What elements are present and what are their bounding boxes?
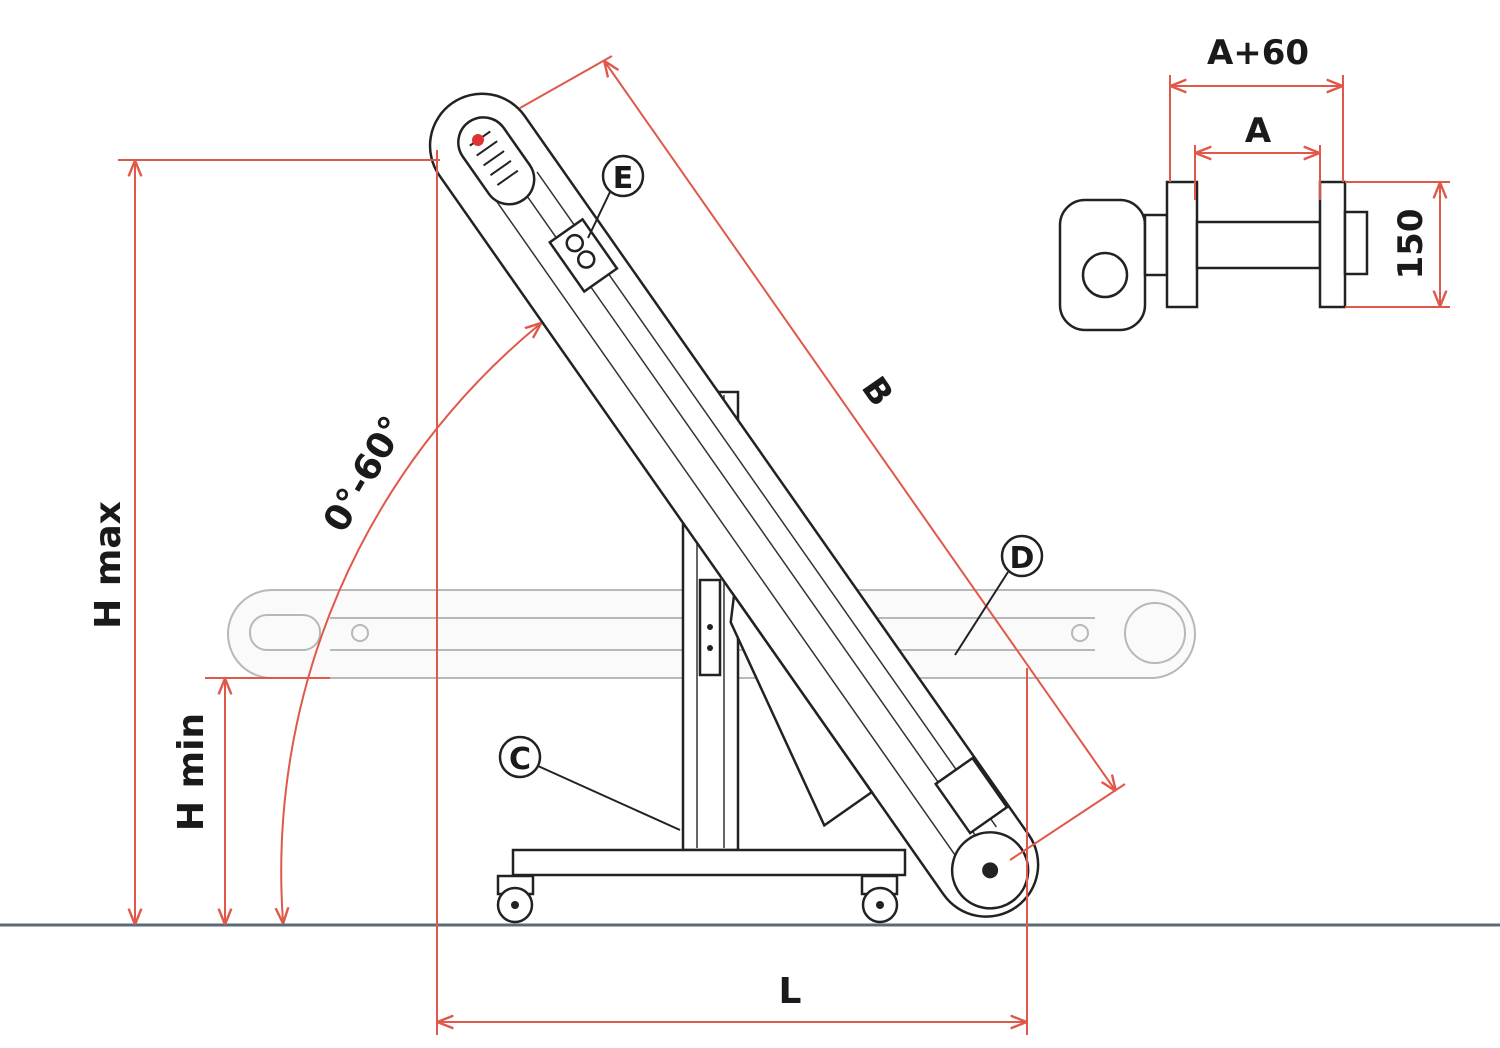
caster-wheel <box>496 874 535 924</box>
label-l: L <box>779 971 802 1012</box>
callout-c: C <box>498 735 681 831</box>
label-a: A <box>1245 111 1272 151</box>
end-view <box>1058 180 1369 332</box>
label-angle: 0°-60° <box>316 409 415 539</box>
svg-text:E: E <box>613 161 634 196</box>
caster-wheel <box>860 874 899 924</box>
label-b: B <box>853 370 901 414</box>
dimension-b <box>605 62 1115 790</box>
svg-text:D: D <box>1010 541 1035 576</box>
angle-arc <box>281 324 540 922</box>
label-a-plus-60: A+60 <box>1207 33 1309 73</box>
label-h-max: H max <box>88 501 129 629</box>
label-h-min: H min <box>171 713 212 831</box>
callout-e: E <box>587 154 645 239</box>
callout-d: D <box>954 534 1044 656</box>
label-150: 150 <box>1391 209 1431 280</box>
svg-text:C: C <box>509 742 531 777</box>
